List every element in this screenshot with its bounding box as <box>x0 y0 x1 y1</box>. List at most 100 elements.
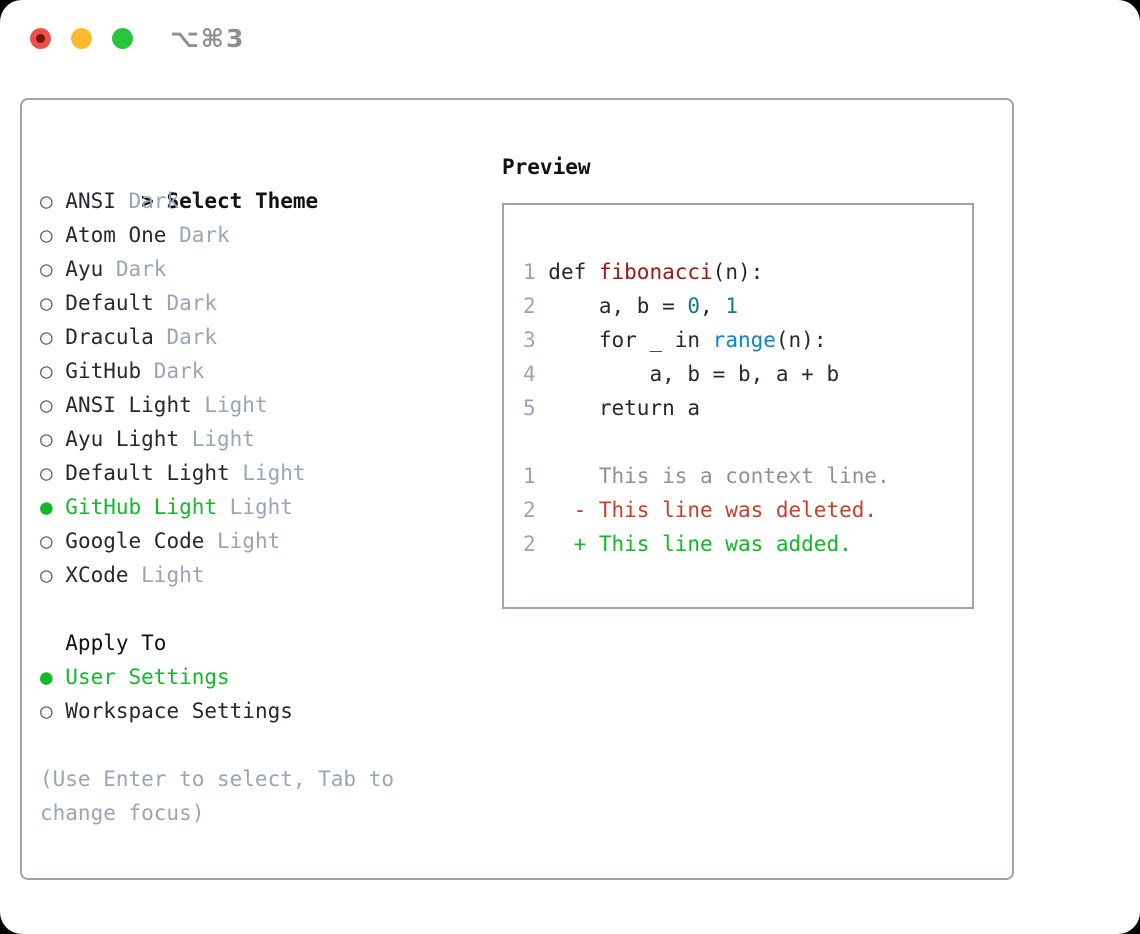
window-title: ⌥⌘3 <box>170 23 246 53</box>
radio-icon: ● <box>40 665 66 689</box>
theme-option-ansi[interactable]: ○ ANSI Dark <box>40 184 480 218</box>
theme-name: ANSI Light <box>65 393 192 417</box>
radio-icon: ○ <box>40 325 66 349</box>
spacer <box>40 728 480 762</box>
theme-option-github[interactable]: ○ GitHub Dark <box>40 354 480 388</box>
radio-icon: ○ <box>40 529 66 553</box>
theme-name: Ayu Light <box>65 427 180 451</box>
line-number: 2 <box>523 532 549 556</box>
radio-icon: ○ <box>40 563 66 587</box>
diff-line-context: 1 This is a context line. <box>523 459 972 493</box>
apply-option-name: Workspace Settings <box>65 699 293 723</box>
apply-to-list: ● User Settings○ Workspace Settings <box>40 660 480 728</box>
radio-icon: ○ <box>40 699 66 723</box>
theme-name: Default Light <box>65 461 230 485</box>
radio-icon: ○ <box>40 461 66 485</box>
theme-option-ansi-light[interactable]: ○ ANSI Light Light <box>40 388 480 422</box>
radio-icon: ○ <box>40 359 66 383</box>
theme-name: GitHub Light <box>65 495 218 519</box>
line-number: 1 <box>523 260 549 284</box>
theme-variant: Dark <box>103 257 167 281</box>
titlebar: ⌥⌘3 <box>30 23 246 53</box>
apply-option-workspace-settings[interactable]: ○ Workspace Settings <box>40 694 480 728</box>
theme-name: ANSI <box>65 189 116 213</box>
preview-header: Preview <box>502 155 591 179</box>
code-token: return a <box>548 396 701 420</box>
select-theme-header-label: Select Theme <box>166 189 319 213</box>
select-theme-header: > Select Theme <box>40 150 480 213</box>
theme-variant: Light <box>217 495 293 519</box>
diff-line-deleted: 2 - This line was deleted. <box>523 493 972 527</box>
theme-name: Google Code <box>65 529 205 553</box>
theme-option-default[interactable]: ○ Default Dark <box>40 286 480 320</box>
code-line: 4 a, b = b, a + b <box>523 357 972 391</box>
theme-name: XCode <box>65 563 129 587</box>
code-token: a, b = <box>548 294 688 318</box>
spacer <box>523 425 972 459</box>
theme-variant: Dark <box>115 189 180 213</box>
theme-variant: Dark <box>166 223 230 247</box>
code-token: range <box>712 328 776 352</box>
theme-name: Ayu <box>65 257 104 281</box>
radio-icon: ● <box>40 495 66 519</box>
theme-name: Dracula <box>65 325 154 349</box>
close-button[interactable] <box>30 27 51 49</box>
theme-picker-left-column: >Select Theme ○ ANSI Dark○ Atom One Dark… <box>40 150 480 830</box>
code-token: (n): <box>775 328 827 352</box>
spacer <box>40 592 480 626</box>
theme-option-google-code[interactable]: ○ Google Code Light <box>40 524 480 558</box>
code-token: (n): <box>712 260 764 284</box>
radio-icon: ○ <box>40 257 66 281</box>
diff-text: - This line was deleted. <box>548 498 878 522</box>
theme-option-ayu[interactable]: ○ Ayu Dark <box>40 252 480 286</box>
minimize-button[interactable] <box>71 27 92 49</box>
code-line: 3 for _ in range(n): <box>523 323 972 357</box>
theme-variant: Dark <box>153 291 218 315</box>
code-line: 1 def fibonacci(n): <box>523 255 972 289</box>
code-token: for _ in <box>548 328 713 352</box>
line-number: 1 <box>523 464 549 488</box>
line-number: 3 <box>523 328 549 352</box>
keyboard-hint: (Use Enter to select, Tab to change focu… <box>40 767 395 825</box>
theme-option-atom-one[interactable]: ○ Atom One Dark <box>40 218 480 252</box>
diff-line-added: 2 + This line was added. <box>523 527 972 561</box>
close-button-dot <box>36 33 45 43</box>
zoom-button[interactable] <box>112 27 133 49</box>
radio-icon: ○ <box>40 427 66 451</box>
diff-preview: 1 This is a context line.2 - This line w… <box>523 459 972 561</box>
theme-name: Atom One <box>65 223 167 247</box>
diff-text: This is a context line. <box>548 464 890 488</box>
code-token: def <box>548 260 599 284</box>
line-number: 5 <box>523 396 549 420</box>
radio-icon: ○ <box>40 189 66 213</box>
code-token: a, b = b, a + b <box>548 362 840 386</box>
theme-variant: Light <box>179 427 255 451</box>
theme-variant: Light <box>191 393 268 417</box>
theme-option-github-light[interactable]: ● GitHub Light Light <box>40 490 480 524</box>
preview-column: Preview 1 def fibonacci(n):2 a, b = 0, 1… <box>502 150 974 609</box>
theme-picker-panel: >Select Theme ○ ANSI Dark○ Atom One Dark… <box>20 98 1014 880</box>
prompt-caret: > <box>141 189 154 213</box>
line-number: 2 <box>523 498 549 522</box>
theme-variant: Light <box>229 461 306 485</box>
theme-variant: Dark <box>153 325 218 349</box>
code-token: 1 <box>725 294 738 318</box>
theme-list: ○ ANSI Dark○ Atom One Dark○ Ayu Dark○ De… <box>40 184 480 592</box>
apply-to-header: Apply To <box>65 631 167 655</box>
theme-option-ayu-light[interactable]: ○ Ayu Light Light <box>40 422 480 456</box>
apply-option-user-settings[interactable]: ● User Settings <box>40 660 480 694</box>
theme-variant: Dark <box>141 359 205 383</box>
theme-option-xcode[interactable]: ○ XCode Light <box>40 558 480 592</box>
theme-variant: Light <box>128 563 205 587</box>
line-number: 2 <box>523 294 549 318</box>
apply-option-name: User Settings <box>65 665 230 689</box>
theme-option-default-light[interactable]: ○ Default Light Light <box>40 456 480 490</box>
code-token: 0 <box>687 294 701 318</box>
diff-text: + This line was added. <box>548 532 852 556</box>
line-number: 4 <box>523 362 549 386</box>
theme-option-dracula[interactable]: ○ Dracula Dark <box>40 320 480 354</box>
